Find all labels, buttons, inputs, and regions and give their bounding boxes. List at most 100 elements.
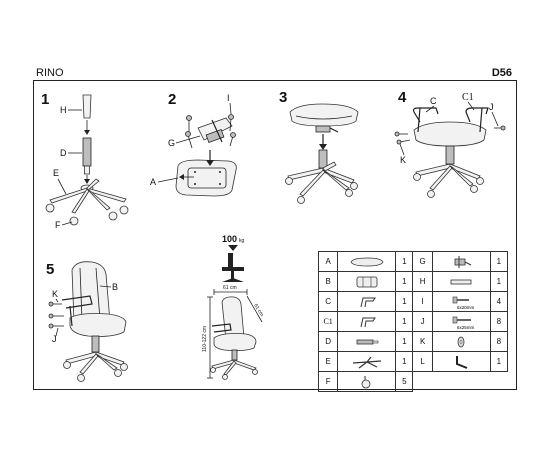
dimension-depth: 61 cm: [252, 303, 264, 318]
part-qty: 4: [489, 291, 509, 312]
part-qty: 5: [395, 371, 414, 392]
part-code: G: [412, 251, 433, 272]
part-qty: 1: [489, 271, 509, 292]
seat-icon: [289, 103, 359, 127]
table-row: B 1 H 1: [317, 271, 509, 292]
model-name: RINO: [36, 67, 64, 79]
table-row: A 1 G 1: [317, 251, 509, 272]
mechanism-icon: [431, 251, 491, 272]
star-base-icon: [415, 163, 481, 191]
dimension-height: 110-122 cm: [202, 326, 208, 352]
parts-table: A 1 G 1 B 1 H 1 C 1 I 6x20mm 4 C1 1 J 6x…: [317, 251, 509, 392]
star-base-icon: [287, 161, 355, 197]
table-row: E 1 L 1: [317, 351, 509, 372]
washer-icon: [431, 331, 491, 352]
gas-lift-icon: [337, 331, 397, 352]
load-value: 100: [222, 234, 237, 244]
part-code: B: [317, 271, 339, 292]
armrest-icon: [337, 291, 397, 312]
part-qty: 1: [395, 291, 414, 312]
part-qty: 8: [489, 331, 509, 352]
bolt-icon: [48, 301, 64, 329]
max-load-indicator: 100 kg: [222, 234, 245, 282]
instruction-frame: [33, 80, 517, 390]
load-unit: kg: [239, 238, 245, 244]
callout-label: B: [112, 282, 118, 292]
gas-lift-cover-icon: [82, 94, 92, 119]
bolt-icon: 6x25mm: [431, 311, 491, 332]
callout-label: H: [60, 105, 67, 115]
part-qty: 8: [489, 311, 509, 332]
step-number: 1: [41, 91, 49, 108]
caster-icon: [63, 361, 128, 382]
mechanism-icon: [197, 117, 233, 144]
part-qty: 1: [395, 271, 414, 292]
gas-lift-icon: [91, 335, 100, 353]
star-base-icon: [49, 178, 127, 214]
caster-icon: [413, 173, 484, 198]
part-qty: 1: [395, 251, 414, 272]
dimension-diagram: 61 cm 61 cm 110-122 cm: [202, 285, 265, 380]
chair-silhouette-icon: [222, 253, 244, 282]
mechanism-icon: [315, 125, 339, 133]
part-qty: 1: [395, 311, 414, 332]
part-code: K: [412, 331, 433, 352]
step-number: 2: [168, 91, 176, 108]
step-4: 4 C C1: [394, 89, 506, 198]
part-qty: 1: [489, 351, 509, 372]
callout-label: G: [168, 138, 175, 148]
armrest-icon: [412, 107, 489, 133]
part-code: J: [412, 311, 433, 332]
step-2: 2 I G A: [150, 91, 237, 197]
gas-lift-icon: [82, 137, 92, 175]
bolt-icon: [185, 114, 236, 149]
seat-icon: [413, 121, 487, 147]
model-code: D56: [491, 67, 512, 79]
callout-label: C1: [462, 92, 474, 103]
caster-icon: [337, 371, 397, 392]
dimension-width: 61 cm: [223, 285, 237, 291]
gas-lift-cover-icon: [431, 271, 491, 292]
callout-label: K: [52, 289, 58, 299]
gas-lift-icon: [318, 149, 328, 169]
backrest-icon: [337, 271, 397, 292]
part-code: L: [412, 351, 433, 372]
table-row: C 1 I 6x20mm 4: [317, 291, 509, 312]
callout-label: C: [430, 96, 437, 106]
callout-label: I: [227, 93, 230, 103]
armrest-icon: [61, 295, 93, 327]
table-row: F 5: [317, 371, 508, 392]
part-note: 6x20mm: [457, 305, 475, 310]
seat-icon: [69, 313, 127, 337]
table-row: C1 1 J 6x25mm 8: [317, 311, 509, 332]
part-code: C: [317, 291, 339, 312]
armrest-icon: [337, 311, 397, 332]
step-1: 1 H D E: [41, 91, 129, 230]
step-number: 3: [279, 89, 287, 106]
bolt-icon: 6x20mm: [431, 291, 491, 312]
caster-icon: [45, 203, 129, 226]
part-code: H: [412, 271, 433, 292]
table-row: D 1 K 8: [317, 331, 509, 352]
star-base-icon: [337, 351, 397, 372]
callout-label: F: [55, 220, 61, 230]
step-number: 4: [398, 89, 407, 106]
part-qty: 1: [489, 251, 509, 272]
part-code: A: [317, 251, 339, 272]
callout-label: J: [52, 334, 57, 344]
part-qty: 1: [395, 331, 414, 352]
part-code: D: [317, 331, 339, 352]
step-5: 5: [46, 261, 128, 382]
callout-label: A: [150, 177, 156, 187]
part-note: 6x25mm: [457, 325, 475, 330]
part-code: C1: [317, 311, 339, 332]
callout-label: D: [60, 148, 67, 158]
part-code: I: [412, 291, 433, 312]
part-code: F: [317, 371, 339, 392]
seat-icon: [175, 159, 237, 197]
seat-icon: [337, 251, 397, 272]
gas-lift-icon: [445, 145, 455, 165]
step-number: 5: [46, 261, 54, 278]
callout-label: E: [53, 168, 59, 178]
